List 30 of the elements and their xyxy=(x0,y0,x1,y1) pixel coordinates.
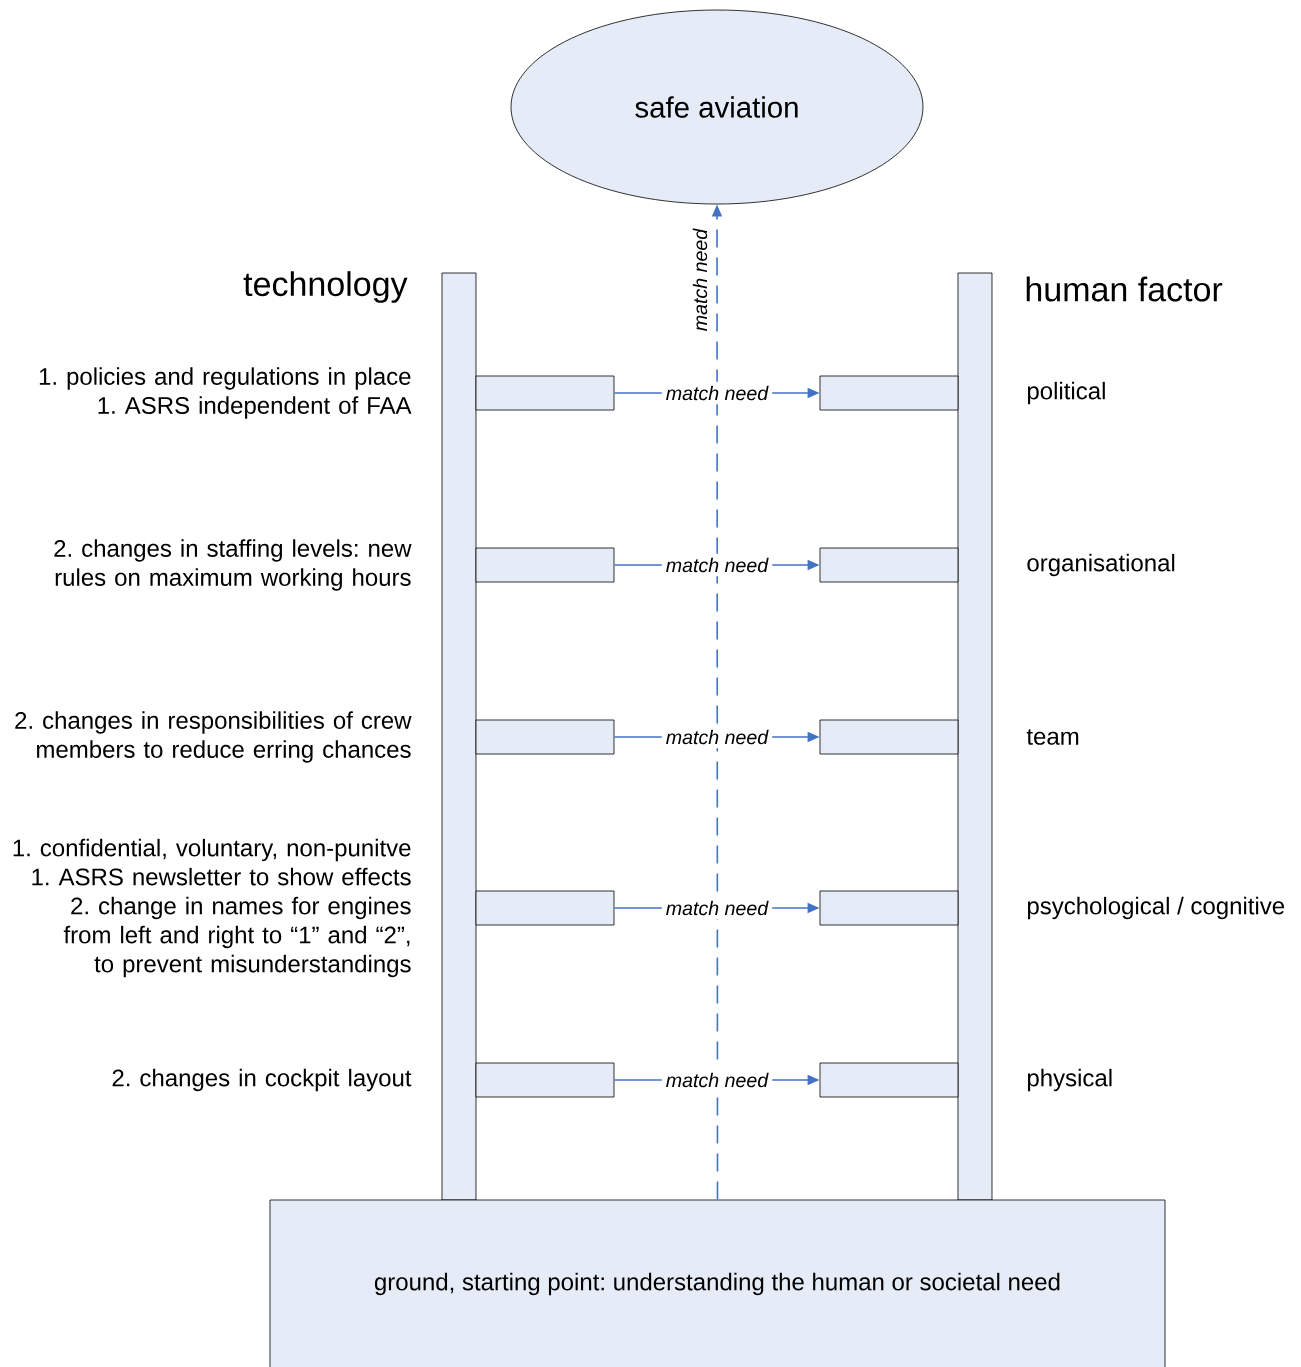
rung-description: 2. changes in staffing levels: new rules on maximum working hours xyxy=(54,539,412,591)
ladder-rung xyxy=(475,547,615,583)
rung-description: 2. changes in responsibilities of crew members to reduce erring chances xyxy=(15,711,412,763)
rung-description: psychological / cognitive xyxy=(1027,896,1285,920)
ladder-rung xyxy=(475,375,615,411)
edge-label: match need xyxy=(661,553,773,577)
ladder-rung xyxy=(819,890,959,926)
rung-description: team xyxy=(1026,729,1079,745)
ladder-rung xyxy=(819,547,959,583)
edge-label: match need xyxy=(661,725,773,749)
rung-description: 1. confidential, voluntary, non-punitve 1. ASRS newsletter to show effects 2. change in names for engines from left and right to “1” and “2”, to prevent misunderstandings xyxy=(13,838,411,978)
rung-description: organisational xyxy=(1027,553,1175,577)
ladder-rung xyxy=(819,375,959,411)
edge-label: match need xyxy=(661,896,773,920)
column-heading: human factor xyxy=(1026,276,1223,302)
rung-description: 1. policies and regulations in place 1. ASRS independent of FAA xyxy=(39,367,412,419)
rung-description: political xyxy=(1027,381,1105,405)
edge-label: match need xyxy=(692,228,708,331)
rung-description: physical xyxy=(1027,1068,1112,1092)
ladder-rung xyxy=(819,719,959,755)
ellipse-node: safe aviation xyxy=(510,9,924,205)
ladder-rung xyxy=(475,890,615,926)
edge-label: match need xyxy=(661,381,773,405)
ladder-rung xyxy=(475,1062,615,1098)
edge-label: match need xyxy=(661,1068,773,1092)
ladder-rung xyxy=(475,719,615,755)
ground-box: ground, starting point: understanding the human or societal need xyxy=(269,1199,1166,1367)
ladder-rung xyxy=(819,1062,959,1098)
rung-description: 2. changes in cockpit layout xyxy=(112,1068,412,1092)
column-heading: technology xyxy=(243,271,408,303)
